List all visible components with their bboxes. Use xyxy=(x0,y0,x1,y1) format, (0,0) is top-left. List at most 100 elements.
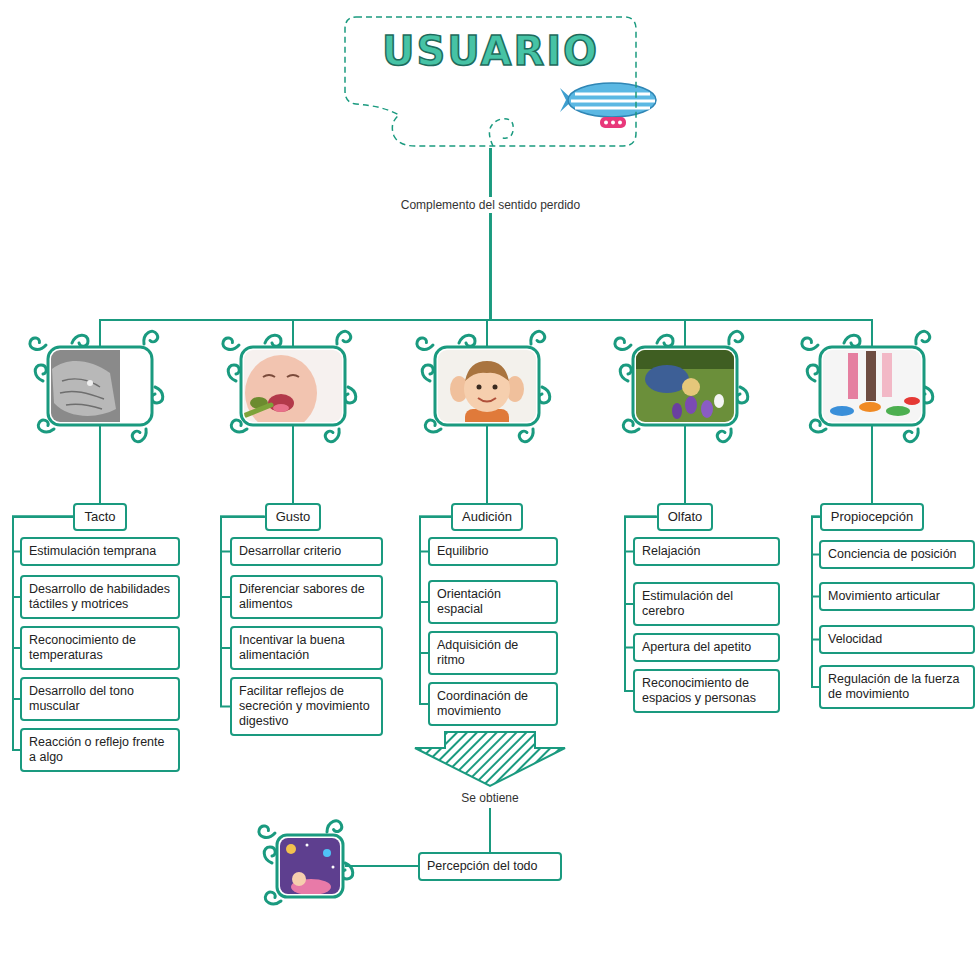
benefit-box: Relajación xyxy=(633,537,780,566)
connector-line xyxy=(812,517,820,640)
benefit-text: Estimulación del cerebro xyxy=(642,589,771,619)
photo-ground xyxy=(438,350,536,422)
frame-border xyxy=(48,347,152,425)
frame-border xyxy=(633,347,737,425)
benefit-box: Desarrollar criterio xyxy=(230,537,383,566)
benefit-box: Reacción o reflejo frente a algo xyxy=(20,728,180,772)
photo-shade xyxy=(636,350,734,369)
connector-group xyxy=(13,148,872,750)
child-eye xyxy=(493,385,498,390)
benefit-box: Desarrollo del tono muscular xyxy=(20,677,180,721)
flower xyxy=(714,394,724,408)
flower xyxy=(685,396,697,414)
frame-curl xyxy=(35,365,46,381)
benefit-box: Reconocimiento de temperaturas xyxy=(20,626,180,670)
blimp-window xyxy=(604,121,608,125)
benefit-text: Adquisición de ritmo xyxy=(437,638,549,668)
spoon xyxy=(244,405,271,417)
benefit-text: Facilitar reflejos de secreción y movimi… xyxy=(239,684,374,729)
frame-curl xyxy=(415,337,434,353)
benefit-box: Orientación espacial xyxy=(428,580,558,624)
ring xyxy=(87,380,93,386)
benefit-text: Equilibrio xyxy=(437,544,549,559)
frame-curl xyxy=(657,335,673,346)
child-smile xyxy=(478,398,496,402)
child-photo xyxy=(438,350,536,422)
kid-leg xyxy=(848,353,858,399)
frame-curl xyxy=(912,329,931,347)
benefit-text: Diferenciar sabores de alimentos xyxy=(239,582,374,612)
balance-disc xyxy=(859,402,881,412)
picture-frame xyxy=(613,329,747,443)
bubble-title: USUARIO xyxy=(343,15,638,73)
frame-curl xyxy=(140,329,159,347)
blimp-body xyxy=(568,83,656,117)
baby-photo xyxy=(244,350,342,422)
benefit-text: Velocidad xyxy=(828,632,966,647)
frame-curl xyxy=(807,365,818,381)
benefit-text: Apertura del apetito xyxy=(642,640,771,655)
kid-leg xyxy=(866,351,876,401)
garden-photo xyxy=(636,350,734,422)
frame-curl xyxy=(257,825,276,841)
speech-bubble: USUARIO xyxy=(343,15,638,148)
category-label: Tacto xyxy=(84,509,115,525)
frame-curl xyxy=(265,335,281,346)
planet xyxy=(286,844,296,854)
benefit-box: Equilibrio xyxy=(428,537,558,566)
kids-photo xyxy=(823,350,921,422)
child-hair xyxy=(465,361,509,381)
benefit-text: Orientación espacial xyxy=(437,587,549,617)
kid-head xyxy=(292,872,306,886)
benefit-text: Desarrollo del tono muscular xyxy=(29,684,171,714)
photo-ground xyxy=(823,350,921,422)
benefit-box: Adquisición de ritmo xyxy=(428,631,558,675)
benefit-text: Coordinación de movimiento xyxy=(437,689,549,719)
leader-line xyxy=(345,865,418,867)
benefit-text: Regulación de la fuerza de movimiento xyxy=(828,672,966,702)
category-box: Tacto xyxy=(73,503,126,531)
child-hair xyxy=(682,378,700,396)
kid-leg xyxy=(882,353,892,397)
hand-wrinkles xyxy=(60,379,104,409)
benefit-box: Conciencia de posición xyxy=(819,540,975,569)
frame-curl xyxy=(527,329,546,347)
benefit-box: Reconocimiento de espacios y personas xyxy=(633,669,780,713)
frame-curl xyxy=(72,335,88,346)
star xyxy=(306,844,309,847)
benefit-text: Reconocimiento de espacios y personas xyxy=(642,676,771,706)
category-label: Olfato xyxy=(668,509,703,525)
balance-disc xyxy=(904,397,920,405)
benefit-box: Diferenciar sabores de alimentos xyxy=(230,575,383,619)
category-box: Propiocepción xyxy=(820,503,924,531)
big-down-arrow xyxy=(415,732,565,786)
frame-curl xyxy=(324,426,343,444)
flower xyxy=(701,400,713,418)
hand-photo xyxy=(51,350,149,422)
frame-curl xyxy=(131,426,150,444)
picture-frame xyxy=(800,329,932,443)
benefit-text: Reconocimiento de temperaturas xyxy=(29,633,171,663)
child-eye xyxy=(477,385,482,390)
category-box: Gusto xyxy=(265,503,322,531)
frame-curl xyxy=(324,819,343,835)
blimp-stripes xyxy=(571,94,655,108)
benefit-box: Incentivar la buena alimentación xyxy=(230,626,383,670)
frame-curl xyxy=(518,426,537,444)
frame-curl xyxy=(422,365,433,381)
blimp-window xyxy=(618,121,622,125)
baby-tongue xyxy=(273,404,289,412)
benefit-text: Relajación xyxy=(642,544,771,559)
benefit-box: Movimiento articular xyxy=(819,582,975,611)
photo-ground xyxy=(280,838,340,894)
benefit-box: Regulación de la fuerza de movimiento xyxy=(819,665,975,709)
flower xyxy=(672,403,682,419)
frame-curl xyxy=(716,426,735,444)
photo-ground xyxy=(51,350,149,422)
picture-frame xyxy=(415,329,549,443)
star xyxy=(332,866,335,869)
benefit-text: Conciencia de posición xyxy=(828,547,966,562)
category-label: Audición xyxy=(462,509,512,525)
